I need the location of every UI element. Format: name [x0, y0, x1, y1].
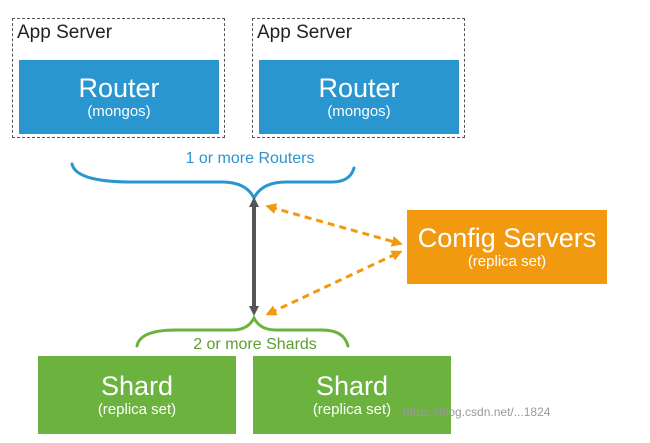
shards-caption: 2 or more Shards: [193, 336, 317, 353]
shard-box-1: Shard (replica set): [38, 356, 236, 434]
router-title: Router: [78, 73, 160, 103]
routers-brace: [70, 162, 356, 202]
shard-subtitle: (replica set): [97, 401, 177, 418]
shard-subtitle: (replica set): [312, 401, 392, 418]
router-box-2: Router (mongos): [259, 60, 459, 134]
shard-title: Shard: [100, 371, 174, 401]
config-shard-arrow: [265, 250, 403, 316]
watermark-text: https://blog.csdn.net/...1824: [403, 405, 551, 419]
app-server-label: App Server: [257, 22, 353, 43]
app-server-container-1: App Server: [12, 18, 225, 138]
config-router-arrow: [265, 203, 403, 247]
shard-title: Shard: [315, 371, 389, 401]
config-servers-box: Config Servers (replica set): [407, 210, 607, 284]
config-title: Config Servers: [417, 223, 597, 253]
config-subtitle: (replica set): [467, 253, 547, 270]
routers-caption: 1 or more Routers: [185, 150, 315, 167]
router-subtitle: (mongos): [87, 103, 151, 120]
app-server-container-2: App Server: [252, 18, 465, 138]
router-box-1: Router (mongos): [19, 60, 219, 134]
shards-brace: [135, 314, 350, 348]
shard-box-2: Shard (replica set): [253, 356, 451, 434]
app-server-label: App Server: [17, 22, 113, 43]
router-subtitle: (mongos): [327, 103, 391, 120]
router-title: Router: [318, 73, 400, 103]
